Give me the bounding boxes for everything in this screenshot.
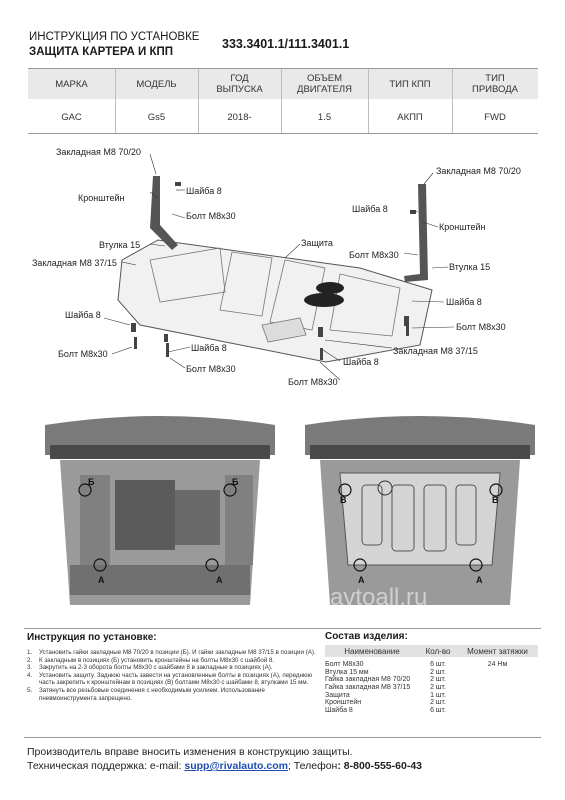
label-guard: Защита: [301, 238, 333, 248]
spec-engine-value: 1.5: [317, 112, 332, 123]
label-bushing-left: Втулка 15: [99, 240, 141, 250]
footer-disclaimer: Производитель вправе вносить изменения в…: [27, 746, 353, 758]
label-bolt-mid-left: Болт М8х30: [186, 364, 236, 374]
instructions-heading: Инструкция по установке:: [27, 632, 157, 643]
label-nut-37-15-left: Закладная М8 37/15: [32, 258, 117, 268]
label-bolt-top-right: Болт М8х30: [349, 250, 399, 260]
pos-label-b-right: Б: [232, 477, 239, 487]
left-bracket: [150, 176, 178, 250]
spec-brand-value: GAC: [61, 112, 82, 123]
label-washer-right: Шайба 8: [446, 297, 482, 307]
footer-support: Техническая поддержка: e-mail: supp@riva…: [27, 760, 422, 772]
right-bracket: [404, 184, 428, 282]
spec-col-model: МОДЕЛЬ: [136, 79, 177, 90]
label-nut-37-15-right: Закладная М8 37/15: [393, 346, 478, 356]
leader-lines: [103, 153, 455, 381]
pos-label-v-left: В: [340, 495, 347, 505]
label-washer-top-left: Шайба 8: [186, 186, 222, 196]
document-title: ИНСТРУКЦИЯ ПО УСТАНОВКЕ ЗАЩИТА КАРТЕРА И…: [29, 30, 199, 60]
label-bushing-right: Втулка 15: [449, 262, 491, 272]
label-washer-left: Шайба 8: [65, 310, 101, 320]
part-code: 333.3401.1/111.3401.1: [222, 37, 350, 51]
label-bolt-top-left: Болт М8х30: [186, 211, 236, 221]
exploded-assembly-diagram: [103, 153, 455, 381]
support-phone: : 8-800-555-60-43: [337, 760, 422, 772]
label-washer-bottom: Шайба 8: [343, 357, 379, 367]
footer: Производитель вправе вносить изменения в…: [27, 745, 422, 773]
spec-model-value: Gs5: [147, 112, 166, 123]
pos-label-a-left: А: [98, 575, 105, 585]
footer-divider: [24, 737, 541, 738]
spec-col-gearbox: ТИП КПП: [389, 79, 431, 90]
title-line-2: ЗАЩИТА КАРТЕРА И КПП: [29, 46, 174, 58]
spec-year-value: 2018-: [227, 112, 252, 123]
vehicle-spec-table: МАРКА МОДЕЛЬ ГОД ВЫПУСКА ОБЪЕМ ДВИГАТЕЛЯ…: [28, 68, 538, 134]
label-washer-mid-left: Шайба 8: [191, 343, 227, 353]
pos-label-v-right: В: [492, 495, 499, 505]
spec-drive-value: FWD: [484, 112, 506, 123]
installation-photo-after: В В А А avtoall.ru: [300, 405, 540, 620]
instruction-step: 2.К закладным в позициях (Б) установить …: [27, 656, 275, 664]
composition-table: Наименование Кол-во Момент затяжки Болт …: [325, 645, 538, 714]
installation-photo-before: Б Б А А: [40, 405, 280, 620]
composition-heading: Состав изделия:: [325, 631, 408, 642]
pos-label-a-right-2: А: [476, 575, 483, 585]
spec-col-brand: МАРКА: [55, 79, 88, 90]
label-bracket-right: Кронштейн: [439, 222, 486, 232]
support-email-link[interactable]: supp@rivalauto.com: [184, 760, 288, 772]
label-nut-70-20-left: Закладная М8 70/20: [56, 147, 141, 157]
instructions-list: 1.Установить гайки закладные М8 70/20 в …: [27, 649, 317, 702]
pos-label-a-right: А: [216, 575, 223, 585]
pos-label-b-left: Б: [88, 477, 95, 487]
guard-plate: [117, 239, 433, 363]
label-nut-70-20-right: Закладная М8 70/20: [436, 166, 521, 176]
instruction-step: 5.Затянуть все резьбовые соединения с не…: [27, 686, 265, 702]
spec-gearbox-value: АКПП: [397, 112, 423, 123]
instruction-step: 3.Закрутить на 2-3 оборота болты М8х30 с…: [27, 664, 273, 672]
spec-col-drive: ТИП ПРИВОДА: [472, 73, 518, 95]
watermark: avtoall.ru: [330, 584, 427, 611]
spec-col-engine: ОБЪЕМ ДВИГАТЕЛЯ: [297, 73, 352, 95]
label-washer-top-right: Шайба 8: [352, 204, 388, 214]
composition-header-row: Наименование Кол-во Момент затяжки: [325, 645, 538, 657]
label-bolt-left: Болт М8х30: [58, 349, 108, 359]
pos-label-a-left-2: А: [358, 575, 365, 585]
label-bolt-bottom: Болт М8х30: [288, 377, 338, 387]
fasteners: [131, 182, 416, 360]
section-divider: [24, 628, 541, 629]
label-bracket-left: Кронштейн: [78, 193, 125, 203]
spec-header-row: [28, 69, 538, 99]
instruction-step: 4.Установить защиту. Заднюю часть завест…: [27, 671, 313, 687]
instruction-step: 1.Установить гайки закладные М8 70/20 в …: [27, 649, 316, 656]
spec-col-year: ГОД ВЫПУСКА: [216, 73, 263, 95]
label-bolt-right: Болт М8х30: [456, 322, 506, 332]
title-line-1: ИНСТРУКЦИЯ ПО УСТАНОВКЕ: [29, 31, 200, 43]
